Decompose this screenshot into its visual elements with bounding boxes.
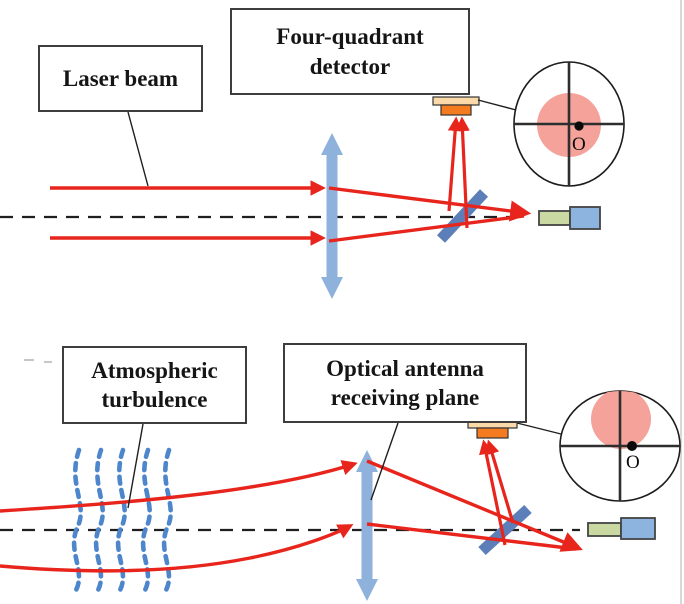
detector-zoom-connector-line [516, 422, 562, 435]
four-quadrant-detector-label: Four-quadrant detector [230, 8, 470, 95]
optical-antenna-receiving-plane-label: Optical antenna receiving plane [283, 343, 527, 423]
defocused-upper-ray [366, 459, 583, 552]
turbulence-wavefronts-icon [71, 447, 173, 595]
spot-centroid-dot [627, 441, 637, 451]
reflected-ray-left [447, 116, 463, 212]
bottom-scene: O [0, 390, 681, 601]
laser-beam-label: Laser beam [38, 45, 203, 112]
fiber-receiver-icon [587, 517, 656, 540]
laser-beam-label-connector [127, 111, 149, 187]
origin-label: O [626, 452, 640, 473]
reflected-ray-left [479, 439, 507, 546]
receiving-plane-label-connector [370, 422, 399, 501]
detector-face-view: O [559, 390, 681, 502]
detector-component-icon [432, 96, 480, 116]
beam-splitter-icon [478, 504, 532, 556]
atmospheric-turbulence-label: Atmospheric turbulence [62, 346, 247, 424]
distorted-beam-lower-ray [0, 524, 354, 573]
focused-lower-ray [328, 214, 525, 243]
defocused-lower-ray [366, 522, 577, 551]
spot-centroid-dot [574, 121, 584, 131]
top-scene: O [0, 61, 625, 299]
detector-zoom-connector-line [477, 99, 517, 111]
beam-splitter-icon [436, 189, 489, 243]
fiber-receiver-icon [538, 206, 601, 230]
turbulence-label-connector [127, 423, 144, 509]
reflected-ray-right [485, 439, 515, 524]
focused-upper-ray [328, 186, 532, 222]
detector-face-view: O [513, 61, 625, 187]
reflected-ray-right [455, 116, 470, 229]
origin-label: O [572, 134, 586, 155]
lens-double-arrow-icon [321, 133, 343, 299]
distorted-beam-upper-ray [0, 460, 358, 513]
